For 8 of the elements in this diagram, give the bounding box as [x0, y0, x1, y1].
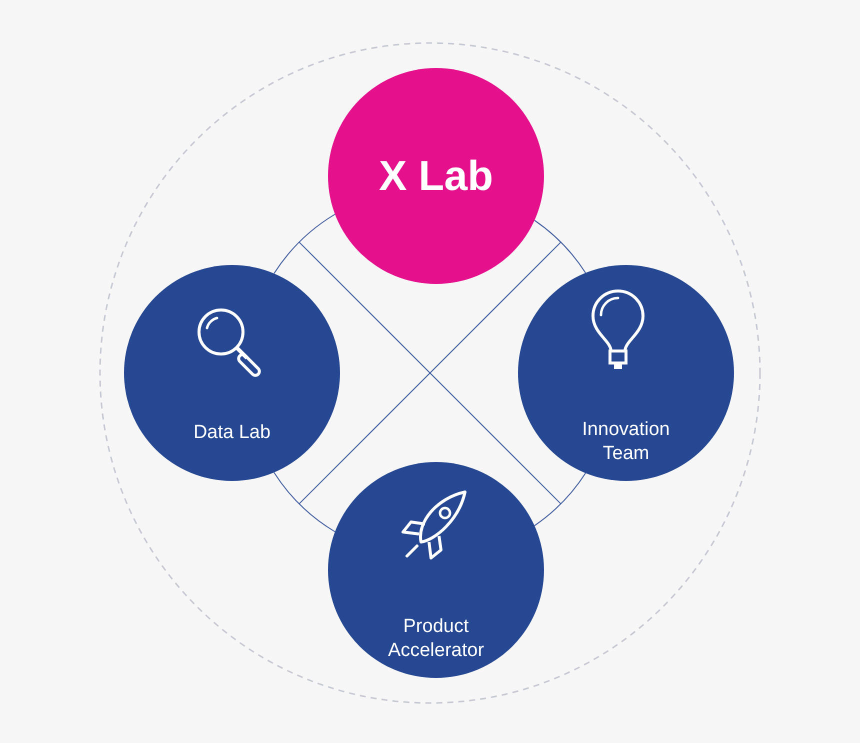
node-label: Innovation Team: [581, 418, 671, 466]
connector-arc: [534, 220, 586, 274]
node-label: X Lab: [378, 150, 494, 200]
connector-arc: [534, 472, 586, 526]
node-label: Product Accelerator: [386, 614, 486, 664]
node-label: Data Lab: [192, 420, 272, 445]
connector-arc: [274, 472, 336, 532]
connector-arc: [274, 214, 336, 274]
